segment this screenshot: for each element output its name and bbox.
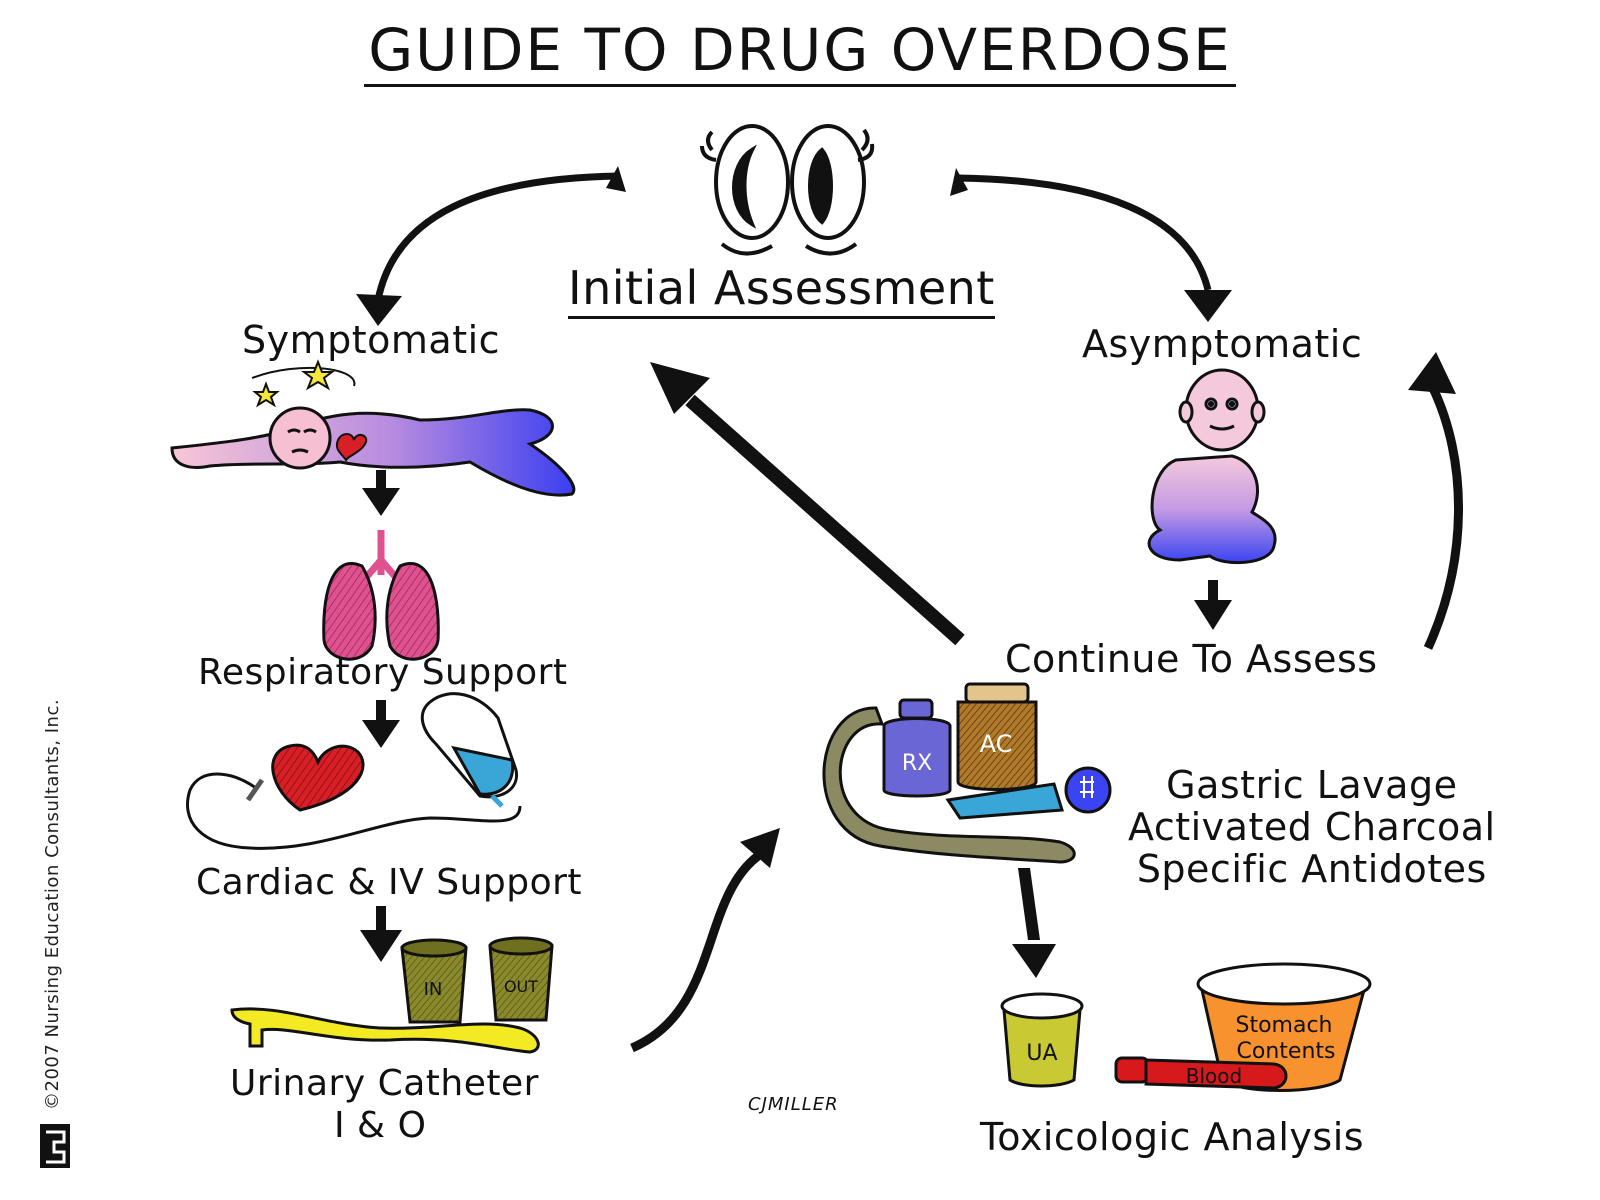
arrow-symptomatic-to-respiratory — [362, 470, 400, 516]
toxicologic-analysis-label: Toxicologic Analysis — [980, 1115, 1365, 1159]
output-cup-icon: OUT — [488, 936, 554, 1022]
urinary-catheter-icon — [230, 1007, 540, 1054]
arrow-respiratory-to-cardiac — [362, 700, 400, 748]
stomach-text-line1: Stomach — [1235, 1013, 1332, 1038]
arrow-cardiac-to-urinary — [360, 906, 402, 962]
continue-to-assess-label: Continue To Assess — [1005, 637, 1378, 681]
cardiac-iv-support-label: Cardiac & IV Support — [196, 862, 583, 903]
page-title: GUIDE TO DRUG OVERDOSE — [0, 16, 1600, 87]
arrow-back-to-initial-assessment — [650, 362, 965, 646]
urinary-catheter-label: Urinary Catheter — [230, 1063, 539, 1104]
charcoal-jar-icon: AC — [956, 682, 1038, 791]
arrow-reassess-loop — [1408, 352, 1463, 650]
syringe-icon — [945, 766, 1112, 820]
blood-tube-text: Blood — [1186, 1064, 1242, 1088]
treatment-gastric-lavage: Gastric Lavage — [1166, 763, 1458, 807]
ecg-lead-icon — [186, 772, 522, 850]
blood-tube-icon: Blood — [1114, 1056, 1288, 1090]
asymptomatic-label: Asymptomatic — [1082, 322, 1363, 366]
arrow-to-treatments — [630, 828, 780, 1053]
treatments-list: Gastric Lavage Activated Charcoal Specif… — [1128, 764, 1496, 890]
asymptomatic-person-illustration — [1147, 368, 1277, 565]
urine-sample-cup-icon: UA — [1000, 992, 1084, 1088]
rx-bottle-icon: RX — [882, 698, 952, 798]
heart-icon — [271, 743, 365, 812]
page-title-text: GUIDE TO DRUG OVERDOSE — [364, 16, 1236, 87]
respiratory-support-label: Respiratory Support — [198, 652, 568, 693]
stomach-text-line2: Contents — [1237, 1039, 1336, 1064]
rx-bottle-text: RX — [902, 751, 932, 776]
stomach-contents-container-icon: Stomach Contents — [1196, 962, 1372, 1092]
cup-in-text: IN — [424, 979, 443, 1000]
eyes-icon — [700, 124, 875, 256]
arrow-asymptomatic-to-continue — [1194, 580, 1232, 630]
artist-signature: CJMILLER — [748, 1094, 839, 1115]
initial-assessment-label: Initial Assessment — [568, 262, 995, 319]
intake-output-label: I & O — [334, 1105, 427, 1146]
iv-bag-icon — [420, 692, 518, 808]
symptomatic-label: Symptomatic — [242, 318, 501, 362]
ua-cup-text: UA — [1026, 1041, 1057, 1066]
arrow-to-symptomatic — [356, 166, 626, 326]
treatment-activated-charcoal: Activated Charcoal — [1128, 805, 1496, 849]
treatment-specific-antidotes: Specific Antidotes — [1136, 847, 1487, 891]
arrow-to-toxicologic-analysis — [1012, 868, 1056, 978]
lungs-icon — [322, 530, 440, 661]
arrow-to-asymptomatic — [950, 168, 1232, 322]
intake-cup-icon: IN — [400, 938, 468, 1024]
charcoal-jar-text: AC — [980, 730, 1013, 758]
symptomatic-person-illustration — [170, 359, 576, 497]
lavage-tube-icon — [822, 706, 1076, 864]
publisher-logo — [40, 1124, 70, 1168]
cup-out-text: OUT — [504, 977, 538, 996]
